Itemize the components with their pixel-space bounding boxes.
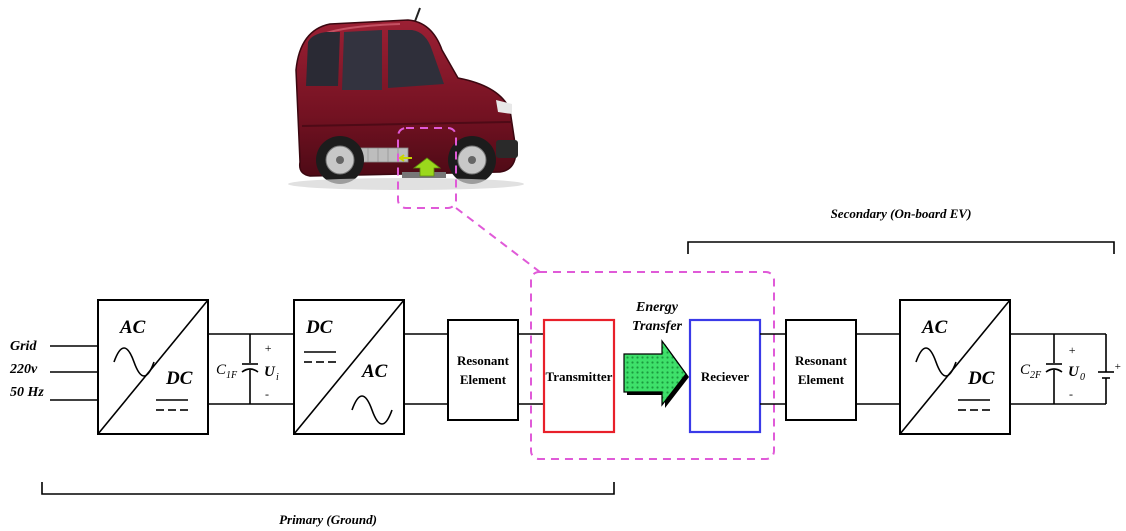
rectifier-ac-label: AC xyxy=(119,317,146,338)
inverter-ac-label: AC xyxy=(361,361,388,382)
primary-bracket: Primary (Ground) xyxy=(41,482,615,527)
svg-text:0: 0 xyxy=(1080,372,1085,383)
receiver-coil: Reciever xyxy=(688,318,762,434)
dc-link-capacitor-1: C 1F + U i - xyxy=(216,334,279,404)
rectifier-dc-label: DC xyxy=(165,368,193,389)
wireless-link-highlight xyxy=(530,271,775,460)
primary-resonant-element: Resonant Element xyxy=(447,319,519,421)
front-wheel xyxy=(448,136,496,184)
svg-text:2F: 2F xyxy=(1030,370,1042,381)
primary-rectifier: AC DC xyxy=(97,299,209,435)
svg-text:-: - xyxy=(265,387,269,401)
svg-text:Element: Element xyxy=(460,372,507,387)
secondary-label: Secondary (On-board EV) xyxy=(831,206,972,221)
energy-arrow-icon xyxy=(623,339,687,407)
svg-text:1F: 1F xyxy=(226,370,238,381)
cap1-label: C xyxy=(216,362,227,378)
secondary-resonant-element: Resonant Element xyxy=(785,319,857,421)
svg-text:Energy: Energy xyxy=(635,300,679,315)
svg-text:i: i xyxy=(276,372,279,383)
svg-text:Resonant: Resonant xyxy=(457,353,510,368)
secondary-rectifier-dc-label: DC xyxy=(967,368,995,389)
svg-text:Transfer: Transfer xyxy=(632,319,683,334)
grid-voltage: 220v xyxy=(9,362,38,377)
secondary-bracket: Secondary (On-board EV) xyxy=(687,206,1115,254)
zoom-callout xyxy=(397,127,775,460)
secondary-rectifier: AC DC xyxy=(899,299,1011,435)
grid-label: Grid xyxy=(10,339,37,354)
primary-label: Primary (Ground) xyxy=(279,512,377,527)
svg-text:Resonant: Resonant xyxy=(795,353,848,368)
svg-text:+: + xyxy=(1068,343,1076,357)
battery-icon: + xyxy=(1098,334,1121,404)
transmitter-label: Transmitter xyxy=(546,369,613,384)
cap2-label: C xyxy=(1020,362,1031,378)
svg-text:+: + xyxy=(1114,361,1121,373)
receiver-label: Reciever xyxy=(701,369,750,384)
svg-text:Element: Element xyxy=(798,372,845,387)
svg-text:-: - xyxy=(1069,387,1073,401)
transmitter-coil: Transmitter xyxy=(542,318,616,434)
electric-vehicle-illustration xyxy=(288,7,524,190)
energy-transfer: Energy Transfer xyxy=(623,300,689,408)
rear-wheel xyxy=(316,136,364,184)
cap2-voltage: U xyxy=(1068,364,1080,380)
inverter: DC AC xyxy=(293,299,405,435)
grid-frequency: 50 Hz xyxy=(10,385,44,400)
grid-input: Grid 220v 50 Hz xyxy=(9,339,98,401)
cap1-voltage: U xyxy=(264,364,276,380)
svg-text:+: + xyxy=(264,341,272,355)
dc-link-capacitor-2: C 2F + U 0 - xyxy=(1020,334,1085,404)
inverter-dc-label: DC xyxy=(305,317,333,338)
secondary-rectifier-ac-label: AC xyxy=(921,317,948,338)
